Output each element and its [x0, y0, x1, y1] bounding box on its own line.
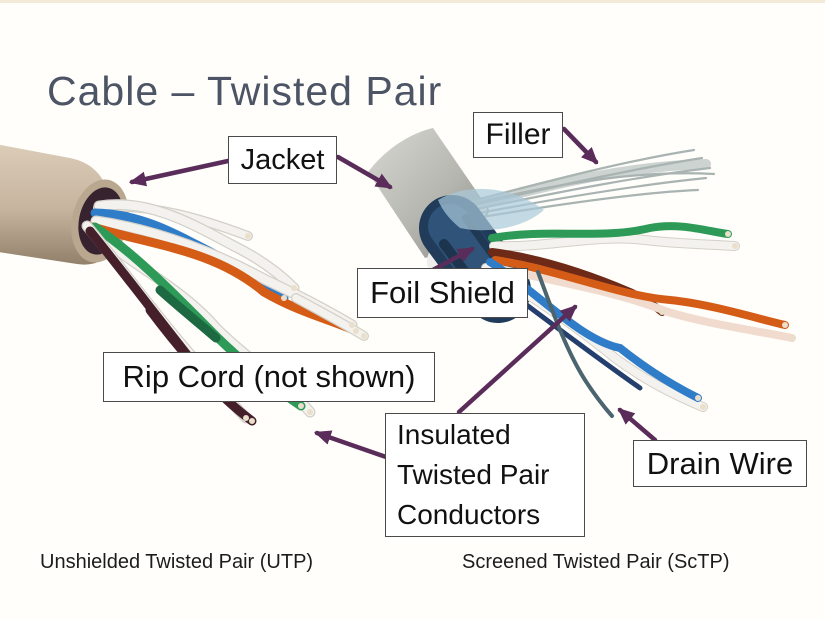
label-insulated-line1: Insulated [397, 419, 511, 451]
arrow-foil-shield [428, 246, 475, 274]
caption-utp: Unshielded Twisted Pair (UTP) [40, 551, 314, 573]
arrow-jacket-right [335, 154, 393, 190]
arrow-insulated-left [313, 430, 392, 461]
arrow-insulated-right [456, 304, 578, 415]
slide-top-accent [0, 0, 825, 3]
arrow-jacket-left [128, 158, 231, 187]
label-jacket: Jacket [228, 136, 337, 184]
label-drain-wire: Drain Wire [633, 440, 807, 487]
label-insulated-line2: Twisted Pair [397, 459, 550, 491]
label-insulated-line3: Conductors [397, 498, 541, 530]
label-rip-cord: Rip Cord (not shown) [103, 352, 435, 402]
arrow-filler [561, 126, 599, 165]
label-insulated-conductors: Insulated Twisted Pair Conductors [385, 413, 585, 537]
annotation-arrows [128, 126, 658, 461]
utp-cable-photo [0, 144, 369, 426]
caption-sctp: Screened Twisted Pair (ScTP) [462, 551, 730, 573]
arrow-drain-wire [617, 407, 658, 443]
label-filler: Filler [473, 112, 563, 158]
label-foil-shield: Foil Shield [357, 268, 528, 318]
page-title: Cable – Twisted Pair [47, 68, 443, 114]
